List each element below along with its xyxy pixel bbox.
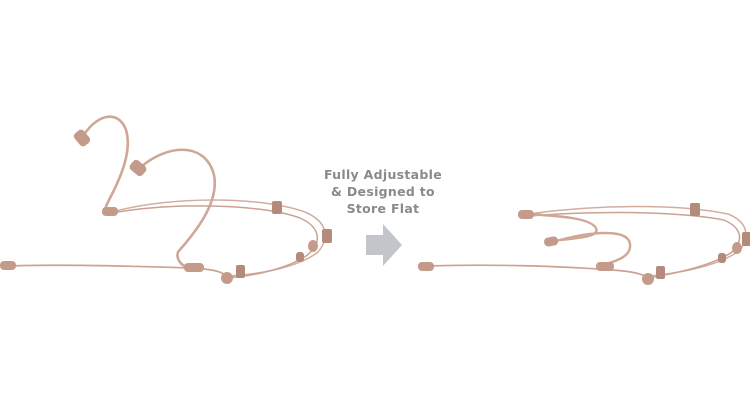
caption-line-1: Fully Adjustable bbox=[323, 167, 443, 182]
caption-line-3: Store Flat bbox=[346, 201, 420, 216]
right-arrow-shape bbox=[366, 224, 402, 266]
headset-flat-image bbox=[418, 203, 750, 285]
right-arrow-icon bbox=[366, 224, 402, 266]
caption-line-2: & Designed to bbox=[331, 184, 435, 199]
headset-adjusted-image bbox=[0, 115, 332, 284]
caption-text: Fully Adjustable & Designed to Store Fla… bbox=[318, 166, 448, 217]
